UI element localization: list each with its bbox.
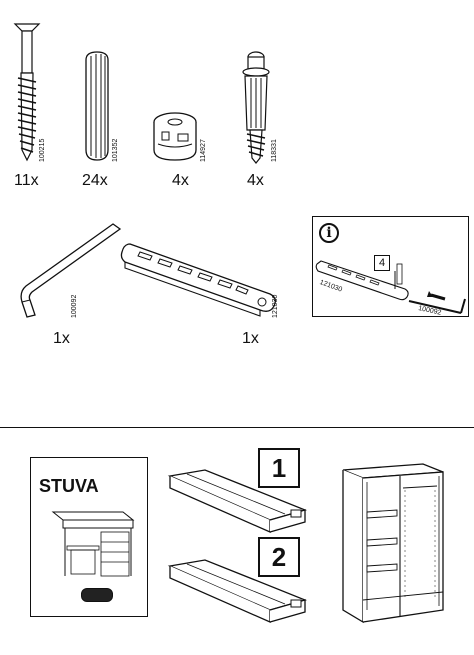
part-code-101352: 101352 (112, 138, 119, 162)
package-2-drawing (167, 559, 308, 623)
screw-100215-drawing (13, 23, 41, 162)
part-qty-114927: 4x (172, 172, 189, 189)
part-qty-100215: 11x (14, 172, 39, 189)
part-code-100092: 100092 (71, 294, 78, 318)
part-qty-101352: 24x (82, 172, 108, 189)
part-qty-118331: 4x (247, 172, 264, 189)
package-1-drawing (167, 469, 308, 533)
part-code-121030: 121030 (272, 294, 279, 318)
wardrobe-drawing (342, 463, 444, 624)
brand-logo (81, 588, 113, 602)
info-icon: i (319, 223, 339, 243)
part-code-118331: 118331 (271, 139, 278, 162)
info-panel: i 4 121030 100092 (312, 216, 469, 317)
cam-bolt-118331-drawing (242, 51, 270, 164)
info-step-number: 4 (374, 255, 390, 271)
loft-bed-drawing (51, 511, 135, 577)
package-2-number: 2 (258, 537, 300, 577)
rail-121030-drawing (120, 243, 276, 317)
part-code-114927: 114927 (200, 139, 207, 162)
cam-lock-114927-drawing (153, 112, 197, 161)
part-code-100215: 100215 (39, 138, 46, 162)
instruction-booklet: STUVA (30, 457, 148, 617)
bottom-panel (0, 427, 474, 655)
dowel-101352-drawing (85, 51, 109, 161)
booklet-title: STUVA (39, 476, 99, 496)
part-qty-100092: 1x (53, 330, 70, 347)
part-qty-121030: 1x (242, 330, 259, 347)
package-1-number: 1 (258, 448, 300, 488)
allen-key-100092-drawing (20, 223, 122, 318)
info-rail-with-key-drawing (315, 260, 466, 314)
